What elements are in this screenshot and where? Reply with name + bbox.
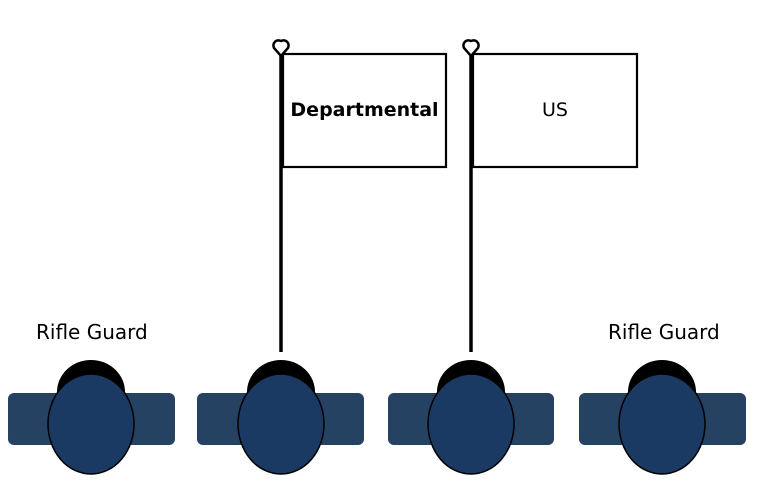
guard-head-icon (618, 373, 706, 475)
flag-label-us: US (542, 99, 568, 121)
guard-head-icon (47, 373, 135, 475)
flag-finial-departmental-icon (272, 39, 290, 58)
guard-rifle-left (8, 360, 175, 475)
flag-label-departmental: Departmental (290, 99, 439, 121)
flag-banner-departmental (281, 52, 448, 169)
guard-flag-us (388, 360, 554, 475)
guard-rifle-right (579, 360, 746, 475)
guard-head-icon (237, 373, 325, 475)
guard-flag-departmental (197, 360, 364, 475)
guard-head-icon (427, 373, 515, 475)
rifle-guard-label-right: Rifle Guard (608, 320, 720, 344)
flag-departmental (272, 39, 448, 352)
flag-finial-us-icon (462, 39, 480, 58)
flag-us (462, 39, 639, 352)
flag-banner-us (471, 52, 639, 169)
rifle-guard-label-left: Rifle Guard (36, 320, 148, 344)
